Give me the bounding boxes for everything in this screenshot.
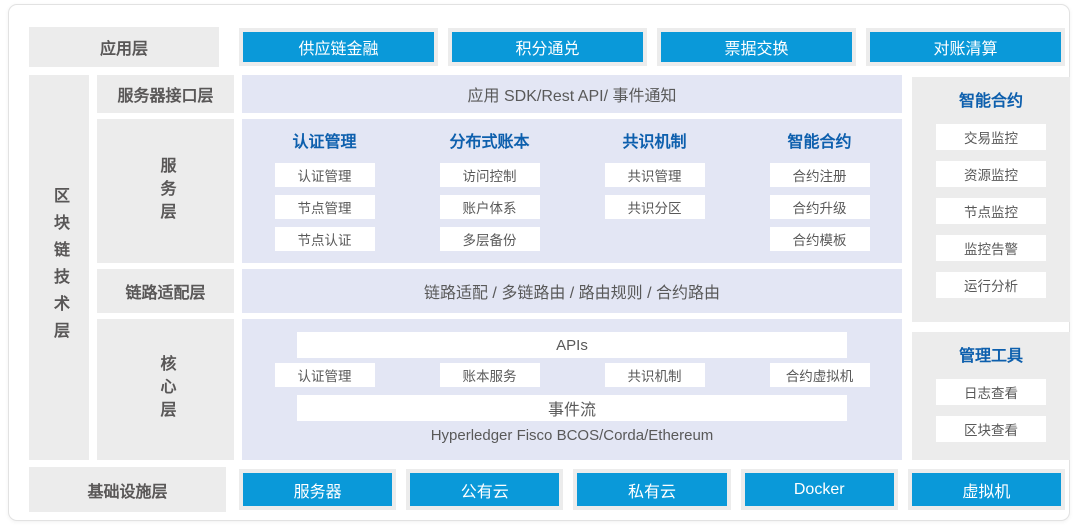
- sidebar-item: 日志查看: [936, 379, 1046, 405]
- core-item: 账本服务: [439, 363, 540, 387]
- sidebar-tools-panel: 管理工具 日志查看 区块查看: [912, 332, 1070, 460]
- service-layer-label: 服务层: [97, 119, 234, 263]
- app-button-cell: 票据交换: [657, 28, 856, 66]
- core-platforms-text: Hyperledger Fisco BCOS/Corda/Ethereum: [430, 427, 714, 444]
- infra-button-cell: 私有云: [573, 469, 731, 510]
- sidebar-item: 区块查看: [936, 416, 1046, 442]
- core-layer-panel: APIs 认证管理 账本服务 共识机制 合约虚拟机 事件流 Hyperledge…: [242, 319, 902, 460]
- app-button-cell: 对账清算: [866, 28, 1065, 66]
- service-item: 合约升级: [769, 195, 870, 219]
- app-button-points-exchange: 积分通兑: [452, 32, 643, 62]
- app-button-supply-chain-finance: 供应链金融: [243, 32, 434, 62]
- service-column-auth: 认证管理 认证管理 节点管理 节点认证: [242, 119, 407, 263]
- service-item: 访问控制: [439, 163, 540, 187]
- service-layer-label-text: 服务层: [157, 156, 175, 226]
- infra-button-cell: 虚拟机: [907, 469, 1066, 510]
- service-item: 节点管理: [274, 195, 375, 219]
- service-layer-panel: 认证管理 认证管理 节点管理 节点认证 分布式账本 访问控制 账户体系 多层备份…: [242, 119, 902, 263]
- sidebar-monitor-panel: 智能合约 交易监控 资源监控 节点监控 监控告警 运行分析: [912, 77, 1070, 322]
- app-button-cell: 积分通兑: [448, 28, 647, 66]
- infra-button-public-cloud: 公有云: [410, 473, 560, 506]
- service-item: 多层备份: [439, 227, 540, 251]
- interface-layer-label: 服务器接口层: [97, 75, 234, 113]
- link-layer-label: 链路适配层: [97, 269, 234, 313]
- sidebar-item: 资源监控: [936, 161, 1046, 187]
- sidebar-item: 节点监控: [936, 198, 1046, 224]
- service-item: 节点认证: [274, 227, 375, 251]
- link-adaptation-bar: 链路适配 / 多链路由 / 路由规则 / 合约路由: [242, 269, 902, 313]
- infra-button-private-cloud: 私有云: [577, 473, 727, 506]
- core-modules-row: 认证管理 账本服务 共识机制 合约虚拟机: [242, 363, 902, 387]
- infra-layer-buttons: 服务器 公有云 私有云 Docker 虚拟机: [239, 469, 1066, 510]
- service-item: 共识分区: [604, 195, 705, 219]
- sidebar-item: 运行分析: [936, 272, 1046, 298]
- service-item: 合约注册: [769, 163, 870, 187]
- infra-button-server: 服务器: [243, 473, 393, 506]
- app-button-bill-exchange: 票据交换: [661, 32, 852, 62]
- service-column-consensus: 共识机制 共识管理 共识分区: [572, 119, 737, 263]
- diagram-card: 应用层 供应链金融 积分通兑 票据交换 对账清算 区块链技术层 服务器接口层 服…: [8, 4, 1070, 521]
- service-column-header: 智能合约: [787, 134, 852, 151]
- service-column-header: 分布式账本: [449, 134, 530, 151]
- service-column-header: 认证管理: [292, 134, 357, 151]
- sidebar-item: 监控告警: [936, 235, 1046, 261]
- app-layer-buttons: 供应链金融 积分通兑 票据交换 对账清算: [239, 28, 1065, 66]
- sidebar-tools-header: 管理工具: [958, 348, 1023, 365]
- infra-button-docker: Docker: [744, 473, 894, 506]
- infra-button-cell: 服务器: [239, 469, 397, 510]
- app-button-cell: 供应链金融: [239, 28, 438, 66]
- infra-button-cell: Docker: [740, 469, 898, 510]
- sidebar-item: 交易监控: [936, 124, 1046, 150]
- infra-button-vm: 虚拟机: [911, 473, 1062, 506]
- infra-button-cell: 公有云: [406, 469, 564, 510]
- sidebar-monitor-header: 智能合约: [958, 93, 1023, 110]
- event-stream-bar: 事件流: [297, 395, 847, 421]
- tech-layer-label-text: 区块链技术层: [51, 186, 68, 349]
- service-item: 账户体系: [439, 195, 540, 219]
- service-column-ledger: 分布式账本 访问控制 账户体系 多层备份: [407, 119, 572, 263]
- service-column-header: 共识机制: [622, 134, 687, 151]
- service-item: 合约模板: [769, 227, 870, 251]
- core-item: 认证管理: [274, 363, 375, 387]
- service-item: 认证管理: [274, 163, 375, 187]
- sdk-api-bar: 应用 SDK/Rest API/ 事件通知: [242, 75, 902, 113]
- tech-layer-label: 区块链技术层: [29, 75, 89, 460]
- core-layer-label: 核心层: [97, 319, 234, 460]
- infra-layer-label: 基础设施层: [29, 467, 226, 512]
- app-button-reconciliation: 对账清算: [870, 32, 1061, 62]
- service-column-contract: 智能合约 合约注册 合约升级 合约模板: [737, 119, 902, 263]
- core-layer-label-text: 核心层: [157, 355, 175, 424]
- core-item: 共识机制: [604, 363, 705, 387]
- apis-bar: APIs: [297, 332, 847, 358]
- core-item: 合约虚拟机: [769, 363, 870, 387]
- service-item: 共识管理: [604, 163, 705, 187]
- app-layer-label: 应用层: [29, 27, 219, 67]
